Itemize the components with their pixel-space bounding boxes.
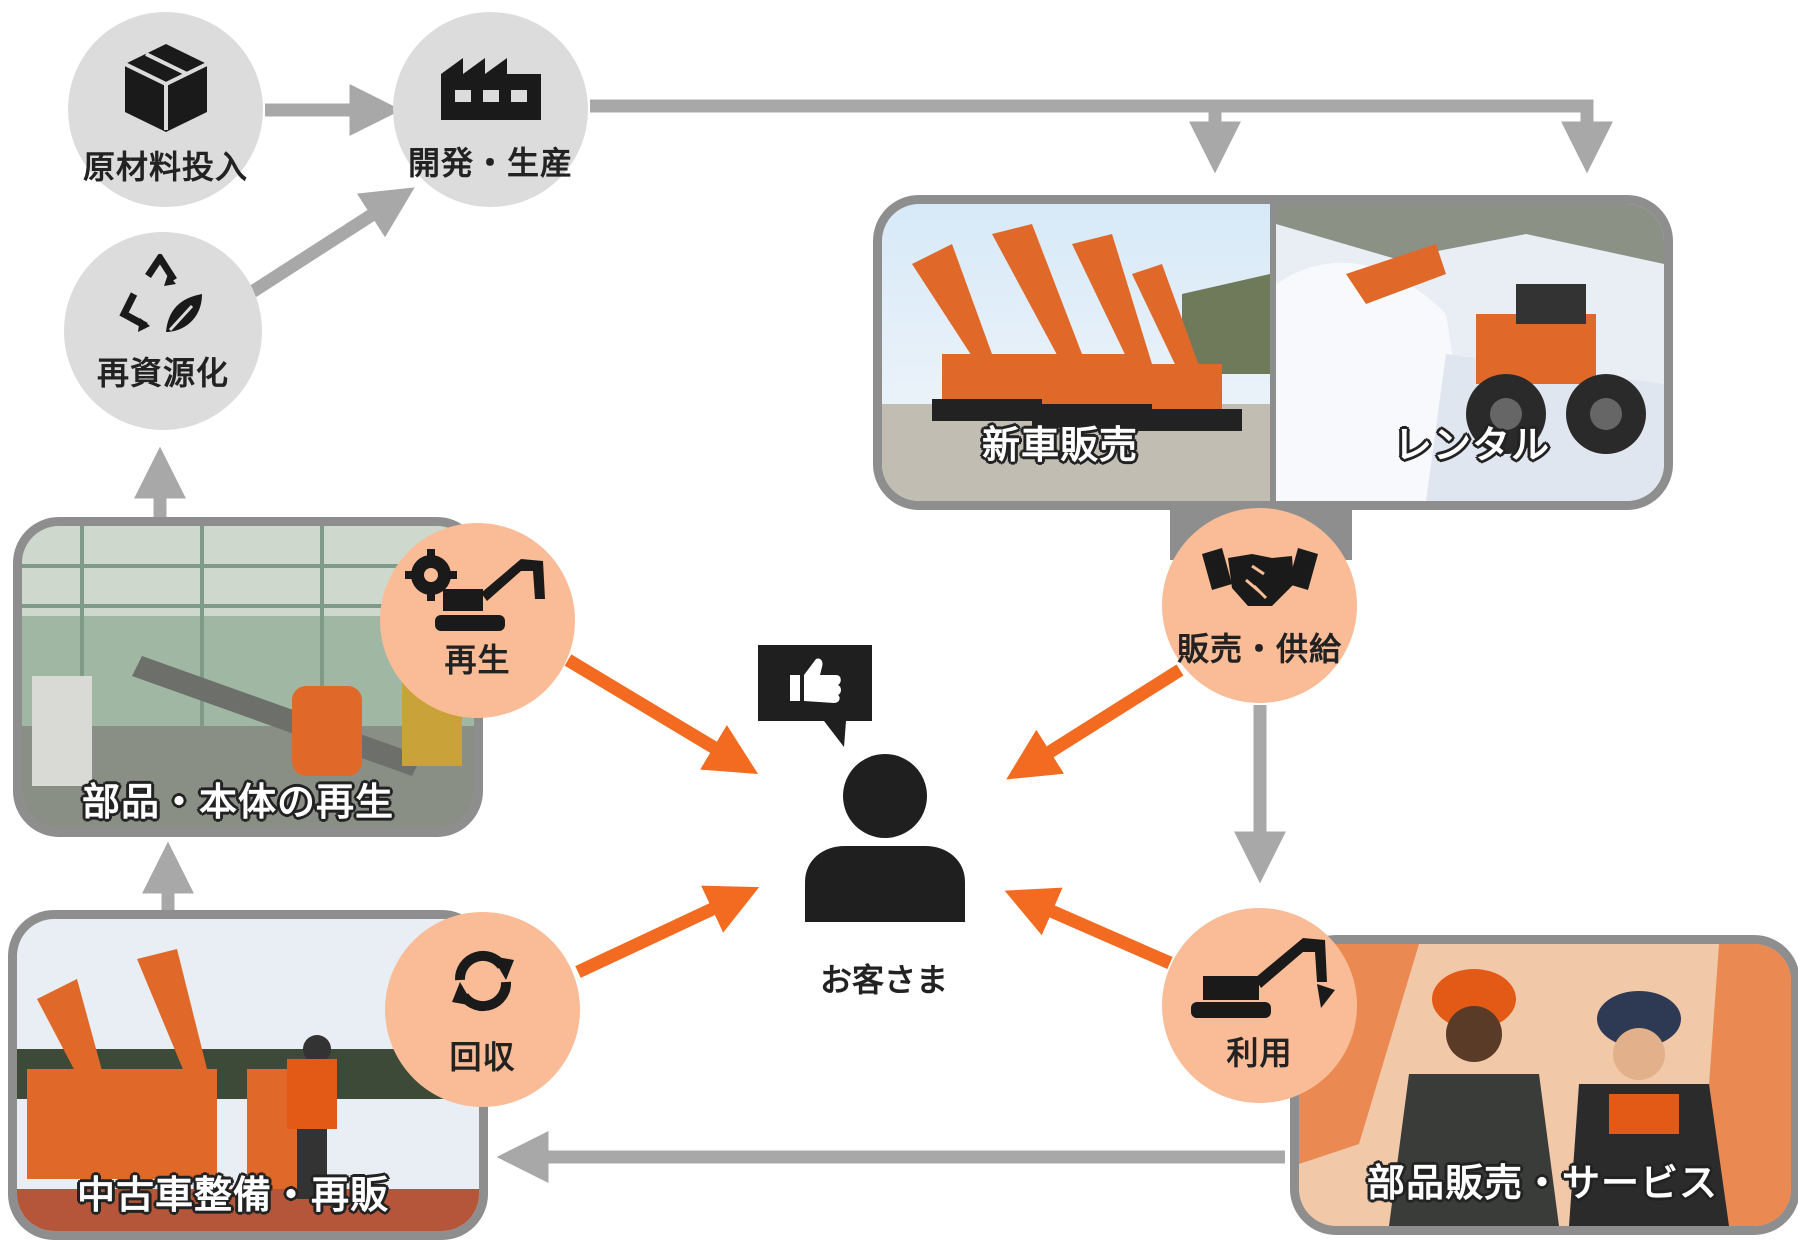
- service-workers-image: [1299, 944, 1791, 1226]
- arrow-regen-to-customer: [564, 654, 759, 775]
- raw-material-node: 原材料投入: [68, 12, 263, 207]
- parts-service-panel: 部品販売・サービス: [1290, 935, 1798, 1235]
- arrow-collect-to-customer: [575, 885, 760, 978]
- box-icon: [123, 44, 208, 132]
- refresh-icon: [451, 950, 514, 1012]
- parts-service-label: 部品販売・サービス: [1367, 1161, 1719, 1205]
- development-label: 開発・生産: [407, 144, 573, 182]
- usage-node: 利用: [1162, 908, 1357, 1103]
- recycling-node: 再資源化: [64, 232, 262, 430]
- arrow-sales-to-customer: [1006, 664, 1184, 780]
- person-icon: [805, 754, 965, 922]
- sales-supply-node: 販売・供給: [1162, 508, 1357, 703]
- development-node: 開発・生産: [393, 12, 588, 207]
- collection-label: 回収: [449, 1038, 516, 1076]
- excavators-image: [882, 204, 1270, 501]
- excavator-icon: [1190, 938, 1335, 1018]
- parts-regen-label: 部品・本体の再生: [82, 780, 395, 824]
- customer-label: お客さま: [820, 961, 949, 999]
- rental-label: レンタル: [1394, 423, 1551, 467]
- usage-label: 利用: [1226, 1034, 1293, 1072]
- factory-icon: [440, 58, 541, 120]
- gear-excavator-icon: [404, 549, 545, 631]
- rental-photo: レンタル: [1276, 204, 1664, 501]
- regeneration-label: 再生: [444, 641, 511, 679]
- sales-supply-label: 販売・供給: [1176, 630, 1342, 668]
- collection-node: 回収: [385, 912, 580, 1107]
- regeneration-node: 再生: [380, 523, 575, 718]
- new-car-label: 新車販売: [982, 423, 1139, 467]
- arrow-recycle-to-dev: [248, 187, 415, 298]
- used-car-label: 中古車整備・再販: [77, 1173, 390, 1217]
- handshake-icon: [1201, 548, 1318, 606]
- raw-material-label: 原材料投入: [82, 148, 248, 186]
- used-car-photo: 中古車整備・再販: [17, 919, 479, 1231]
- thumbs-up-bubble-icon: [758, 645, 872, 747]
- recycle-leaf-icon: [119, 254, 202, 332]
- parts-service-photo: 部品販売・サービス: [1299, 944, 1791, 1226]
- arrow-usage-to-customer: [1004, 887, 1173, 969]
- new-car-photo: 新車販売: [882, 204, 1270, 501]
- snow-loader-image: [1276, 204, 1664, 501]
- used-excavators-image: [17, 919, 479, 1231]
- sales-rental-panel: 新車販売 レンタル: [873, 195, 1673, 510]
- arrow-dev-split: [590, 99, 1613, 174]
- recycling-label: 再資源化: [96, 354, 229, 392]
